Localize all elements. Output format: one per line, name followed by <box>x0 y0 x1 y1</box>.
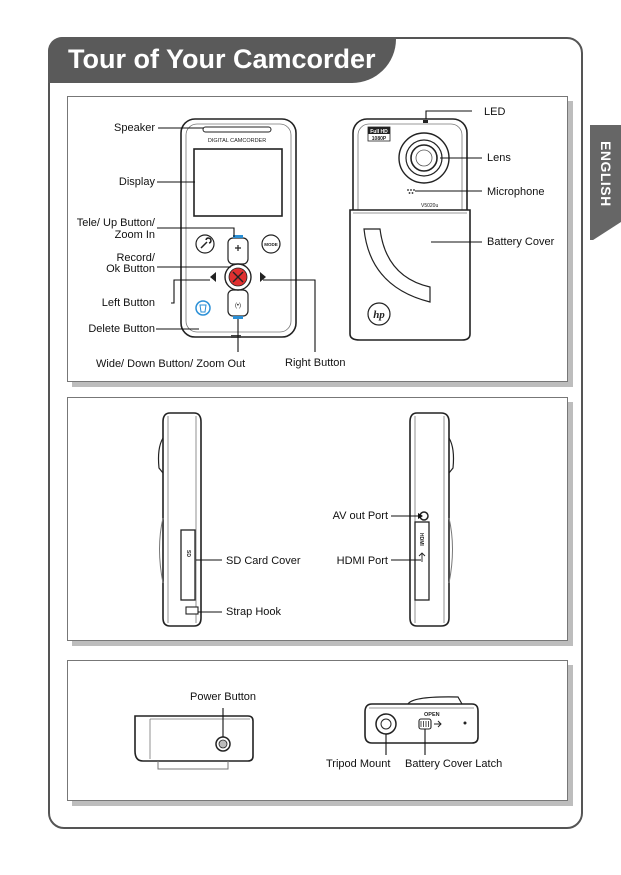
led-indicator <box>423 120 428 123</box>
page-title: Tour of Your Camcorder <box>68 44 376 74</box>
display-label: Display <box>118 176 155 188</box>
camcorder-front: DIGITAL CAMCORDER MODE (•) <box>180 118 297 338</box>
full-hd-badge-line2: 1080P <box>372 136 387 142</box>
sd-card-cover <box>180 529 196 601</box>
trash-icon <box>199 304 207 313</box>
front-back-illustration: DIGITAL CAMCORDER MODE (•) <box>156 110 482 352</box>
display-screen <box>193 148 283 217</box>
camcorder-right-side: HDMI <box>409 412 455 627</box>
model-number: V5020u <box>421 203 438 209</box>
hp-logo-text: hp <box>373 309 385 321</box>
record-x-icon <box>232 271 244 283</box>
record-ok-label-line2: Ok Button <box>106 263 155 275</box>
microphone-holes <box>407 189 415 194</box>
mode-button <box>261 234 281 254</box>
delete-button <box>195 300 211 316</box>
language-tab-label: ENGLISH <box>598 141 614 207</box>
strap-hook <box>185 606 199 615</box>
wide-down-label: Wide/ Down Button/ Zoom Out <box>96 358 246 370</box>
strap-hook-label: Strap Hook <box>226 606 282 618</box>
right-button-label: Right Button <box>285 357 346 369</box>
camcorder-left-side: SD <box>157 412 202 627</box>
camcorder-back: Full HD 1080P V5020u hp <box>349 118 471 341</box>
hdmi-port-label: HDMI Port <box>336 555 388 567</box>
open-text: OPEN <box>424 712 440 718</box>
language-tab-notch <box>590 222 621 242</box>
front-back-view-panel: DIGITAL CAMCORDER MODE (•) <box>67 96 568 382</box>
right-arrow-icon <box>260 272 266 282</box>
wrench-icon <box>200 237 212 249</box>
side-views-illustration: SD HDMI <box>157 412 455 627</box>
front-brand-text: DIGITAL CAMCORDER <box>208 138 266 144</box>
battery-cover-grip <box>363 228 431 303</box>
sd-card-text: SD <box>185 550 191 557</box>
led-label: LED <box>484 106 506 118</box>
delete-button-label: Delete Button <box>88 323 155 335</box>
full-hd-badge-line1: Full HD <box>370 129 388 135</box>
hp-logo <box>367 302 391 326</box>
tele-up-label-line2: Zoom In <box>114 229 155 241</box>
tripod-mount-label: Tripod Mount <box>326 758 391 770</box>
lens-label: Lens <box>487 152 511 164</box>
left-button-label: Left Button <box>101 297 155 309</box>
top-bottom-view-panel: OPEN Power Button Tripod Mount Battery C… <box>67 660 568 801</box>
battery-cover-label: Battery Cover <box>487 236 555 248</box>
av-out-port-label: AV out Port <box>332 510 388 522</box>
top-bottom-illustration: OPEN <box>134 696 479 770</box>
zoom-out-icon: (•) <box>235 303 241 309</box>
title-tab <box>48 37 396 83</box>
zoom-in-icon <box>235 245 241 251</box>
side-view-panel: SD HDMI SD Card Cover Strap Hook AV out … <box>67 397 568 641</box>
power-button-label: Power Button <box>190 691 257 703</box>
record-ok-label-line1: Record/ <box>116 252 155 264</box>
camcorder-bottom-view: OPEN <box>364 696 479 755</box>
hdmi-usb-icon <box>418 552 426 562</box>
sd-card-cover-label: SD Card Cover <box>226 555 301 567</box>
leader-lines <box>156 110 482 352</box>
mode-button-label: MODE <box>264 242 278 247</box>
battery-cover-latch-label: Battery Cover Latch <box>405 758 503 770</box>
camcorder-top-view <box>134 708 254 770</box>
microphone-label: Microphone <box>487 186 545 198</box>
left-arrow-icon <box>210 272 216 282</box>
side-leader-lines <box>196 515 421 613</box>
lens-glass <box>410 144 438 172</box>
speaker-grille <box>202 126 272 133</box>
tele-up-label-line1: Tele/ Up Button/ <box>76 217 155 229</box>
language-tab <box>590 125 621 240</box>
hdmi-port-text: HDMI <box>418 533 424 546</box>
speaker-label: Speaker <box>114 122 155 134</box>
